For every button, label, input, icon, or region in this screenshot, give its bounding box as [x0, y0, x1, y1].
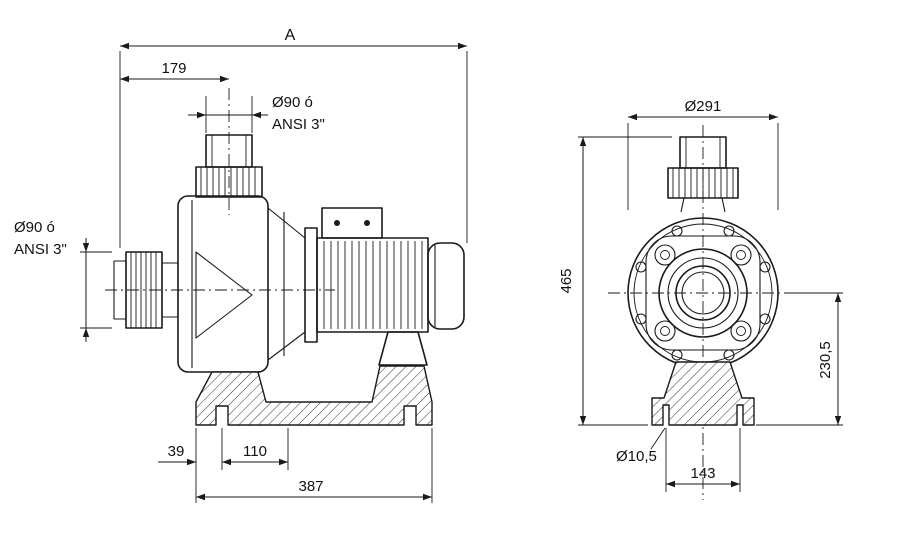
side-top-port	[195, 134, 263, 198]
side-motor	[316, 207, 465, 366]
dim-label-39: 39	[168, 443, 185, 460]
front-top-port	[667, 136, 739, 213]
front-view	[608, 125, 800, 500]
side-view-dimensions: A 179 Ø90 ó ANSI 3" Ø90 ó ANSI 3" 39 110…	[14, 27, 468, 503]
terminal-box-bolt-icon	[334, 220, 340, 226]
dim-label-top-port-diameter: Ø90 ó	[272, 94, 313, 111]
dim-label-left-port-standard: ANSI 3"	[14, 241, 67, 258]
front-extension-lines	[578, 123, 843, 492]
dim-label-143: 143	[690, 465, 715, 482]
motor-fan-cover	[427, 242, 465, 330]
motor-foot	[378, 331, 428, 366]
front-boss-plate	[645, 235, 761, 351]
boss-hole-icon	[730, 244, 752, 266]
side-base	[195, 365, 433, 426]
dim-label-left-port-diameter: Ø90 ó	[14, 219, 55, 236]
anchor-hole-leader-line	[650, 427, 666, 450]
front-port-ring	[658, 248, 748, 338]
dim-label-110: 110	[243, 443, 267, 460]
front-view-dimensions: Ø291 465 230,5 Ø10,5 143	[558, 98, 843, 492]
dim-label-anchor-hole: Ø10,5	[616, 448, 657, 465]
motor-terminal-box	[321, 207, 383, 239]
front-base	[651, 361, 755, 426]
side-left-port	[113, 251, 179, 329]
dim-label-230-5: 230,5	[817, 341, 834, 379]
boss-hole-icon	[654, 244, 676, 266]
boss-hole-icon	[654, 320, 676, 342]
dim-label-179: 179	[161, 60, 186, 77]
boss-hole-icon	[730, 320, 752, 342]
dim-label-top-port-standard: ANSI 3"	[272, 116, 325, 133]
dim-label-387: 387	[298, 478, 323, 495]
dim-label-465: 465	[558, 268, 575, 293]
dim-label-291: Ø291	[685, 98, 722, 115]
dim-label-overall-a: A	[285, 27, 296, 44]
terminal-box-bolt-icon	[364, 220, 370, 226]
side-view	[105, 88, 465, 426]
